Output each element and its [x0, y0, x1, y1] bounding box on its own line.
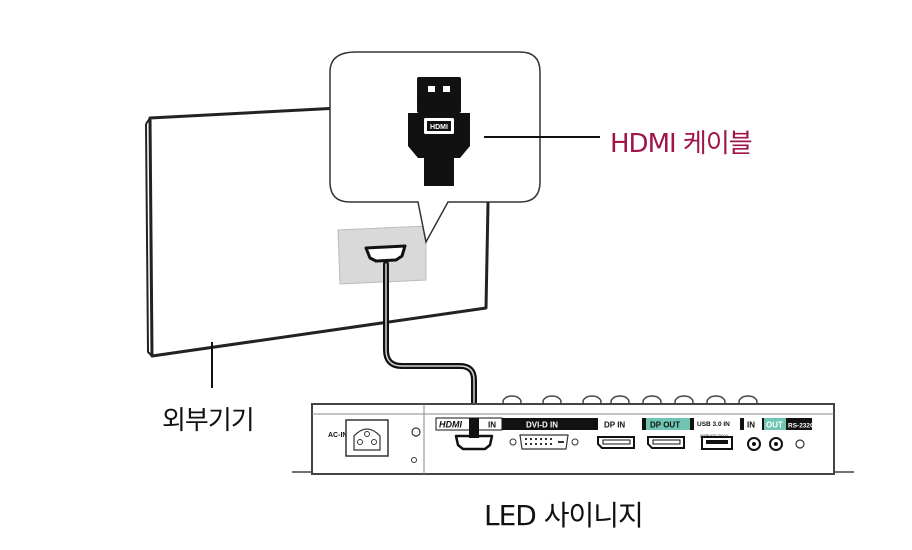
- hdmi-port-icon: [454, 434, 494, 451]
- usb-port-icon: [701, 436, 733, 450]
- hdmi-plug-label: HDMI: [430, 124, 448, 131]
- dp-port-icon: [597, 436, 635, 449]
- rs232c-label: RS-232C: [788, 423, 815, 430]
- audio-out-label: OUT: [766, 421, 783, 430]
- led-signage-panel: AC-IN HDMI IN DVI-D IN DP IN DP OUT USB …: [292, 395, 854, 475]
- power-inlet-icon: [345, 419, 389, 457]
- audio-in-label: IN: [747, 421, 755, 430]
- ac-in-label: AC-IN: [328, 432, 347, 439]
- hdmi-in-logo: HDMI: [439, 420, 462, 430]
- dp-out-label: DP OUT: [650, 421, 680, 430]
- dvi-port-icon: [509, 434, 579, 450]
- external-device-label: 외부기기: [162, 406, 255, 436]
- hdmi-in-label: IN: [488, 421, 496, 430]
- led-signage-label: LED 사이니지: [484, 499, 644, 532]
- dp-in-label: DP IN: [604, 421, 625, 430]
- audio-jack-icon: [747, 437, 783, 451]
- hdmi-plug-icon: HDMI: [408, 77, 470, 186]
- dp-out-port-icon: [647, 436, 685, 449]
- hdmi-cable-label: HDMI 케이블: [610, 129, 753, 159]
- usb-in-label: USB 3.0 IN: [697, 421, 730, 428]
- hdmi-port-icon: [364, 244, 407, 263]
- dvi-in-label: DVI-D IN: [526, 421, 558, 430]
